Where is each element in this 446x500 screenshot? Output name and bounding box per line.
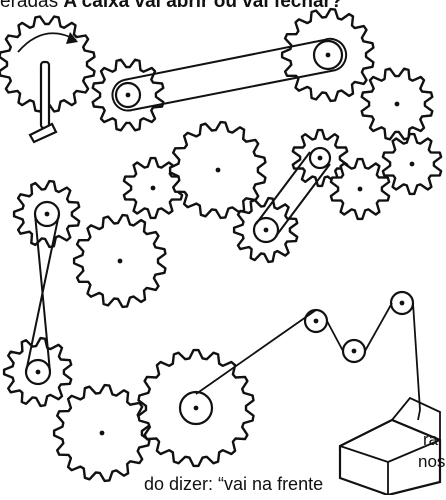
gear-left-large-axle xyxy=(118,259,123,264)
gear-left-upper-axle xyxy=(45,212,50,217)
header-prefix: eradas xyxy=(0,0,58,12)
pulley-1-axle xyxy=(314,319,319,324)
gear-middle-small-axle xyxy=(151,186,156,191)
gear-middle-right-2-axle xyxy=(358,187,363,192)
gear-upper-left-axle xyxy=(126,93,131,98)
gear-bottom-left-axle xyxy=(100,431,105,436)
gear-right-2-axle xyxy=(410,162,415,167)
header-question: A caixa vai abrir ou vai fechar? xyxy=(63,0,342,12)
rope-hook xyxy=(418,410,420,420)
question-line: eradas A caixa vai abrir ou vai fechar? xyxy=(0,0,343,13)
text-fragment-1: ra xyxy=(423,430,438,450)
gear-bottom-large-axle xyxy=(194,406,199,411)
caption-fragment: do dizer: “vai na frente xyxy=(144,474,323,495)
pulley-2-axle xyxy=(352,349,357,354)
pulley-3-axle xyxy=(400,301,405,306)
crank-handle-icon xyxy=(41,62,49,128)
gear-middle-large-axle xyxy=(216,168,221,173)
gear-right-1-axle xyxy=(395,102,400,107)
gear-middle-right-axle xyxy=(318,156,323,161)
text-fragment-2: nos xyxy=(418,452,445,472)
gear-left-lower-axle xyxy=(36,370,41,375)
gear-middle-lower-axle xyxy=(264,228,269,233)
gear-upper-right-axle xyxy=(326,53,331,58)
